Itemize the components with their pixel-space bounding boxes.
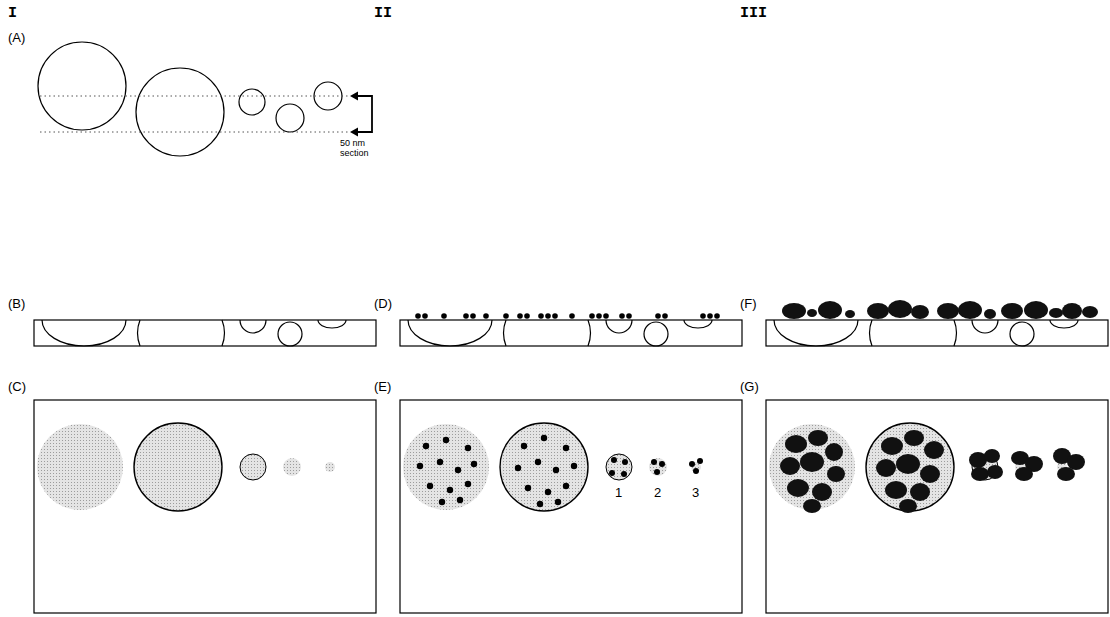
panel-letter: (D): [374, 297, 392, 311]
panel-letter: (A): [8, 31, 25, 45]
column-heading: II: [374, 6, 392, 23]
dimension-label: 50 nm section: [340, 138, 376, 159]
panel-letter: (C): [8, 380, 26, 394]
panel-letter: (G): [740, 380, 759, 394]
column-heading: III: [740, 6, 767, 23]
panel-letter: (B): [8, 297, 25, 311]
panel-letter: (F): [740, 297, 757, 311]
panel-letter: (E): [374, 380, 391, 394]
callout-number: 1: [615, 486, 622, 500]
callout-number: 2: [654, 486, 661, 500]
callout-number: 3: [692, 486, 699, 500]
column-heading: I: [8, 6, 17, 23]
